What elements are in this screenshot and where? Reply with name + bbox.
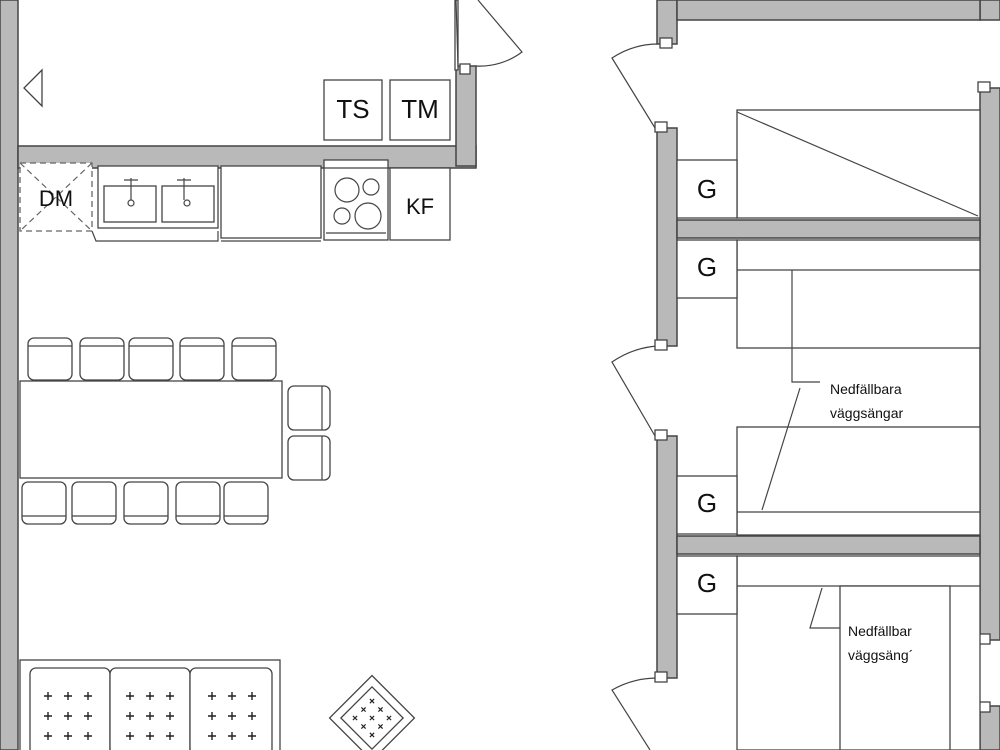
closet-g1: G (676, 159, 738, 219)
dining-table (19, 380, 283, 479)
appliance-ts: TS (323, 79, 383, 141)
room-divider-top (676, 0, 981, 21)
wall-bed-lower (736, 426, 981, 536)
annotation-bunk-line1: Nedfällbar (848, 623, 912, 639)
fridge: KF (389, 167, 451, 241)
right-outer-wall-a (979, 0, 1000, 21)
closet-g3: G (676, 475, 738, 535)
counter-base (91, 230, 219, 242)
storage-right-wall (455, 65, 477, 167)
closet-label: G (697, 174, 717, 204)
chairs-top-row (27, 337, 277, 381)
corridor-wall-mid2 (656, 435, 678, 679)
room-divider-1 (676, 219, 981, 239)
closet-label: G (697, 488, 717, 518)
sofa (19, 659, 281, 750)
chair (79, 337, 125, 381)
right-outer-wall-b (979, 87, 1000, 641)
counter-segment (220, 165, 322, 242)
room-divider-2 (676, 535, 981, 555)
stove-burner (362, 178, 380, 196)
stove-burner (354, 202, 382, 230)
bed-diagonal (736, 111, 979, 217)
storage-door (454, 0, 523, 75)
bedroom2-door (611, 339, 668, 441)
closet-label: G (697, 252, 717, 282)
stove-burner (334, 177, 360, 203)
left-outer-wall (0, 0, 19, 750)
left-arrow-icon (23, 68, 43, 108)
footstool (328, 674, 416, 750)
sofa-cushion (189, 667, 273, 750)
appliance-tm-label: TM (401, 94, 439, 124)
chair (123, 481, 169, 525)
annotation-bunk-line2: väggsäng´ (848, 647, 913, 663)
chair (128, 337, 174, 381)
closet-g2: G (676, 239, 738, 299)
appliance-ts-label: TS (336, 94, 369, 124)
chair (179, 337, 225, 381)
annotation-leader (761, 270, 820, 511)
chair (21, 481, 67, 525)
chair (231, 337, 277, 381)
chair (175, 481, 221, 525)
annotation-bunks-line1: Nedfällbara (830, 381, 902, 397)
closet-g4: G (676, 555, 738, 615)
sofa-cushion (29, 667, 111, 750)
chair (27, 337, 73, 381)
appliance-dm-label: DM (39, 186, 73, 211)
annotation-leader (809, 587, 840, 629)
chair (287, 435, 331, 481)
appliance-tm: TM (389, 79, 451, 141)
corridor-wall-mid1 (656, 127, 678, 347)
wall-bed-upper (736, 239, 981, 349)
bedroom1-door (611, 37, 673, 133)
bedroom3-door (611, 671, 668, 750)
stove (323, 159, 389, 241)
double-sink (97, 165, 219, 229)
appliance-kf-label: KF (406, 194, 434, 219)
chairs-end (287, 385, 331, 481)
dishwasher: DM (19, 162, 93, 232)
chair (287, 385, 331, 431)
chairs-bottom-row (21, 481, 269, 525)
closet-label: G (697, 568, 717, 598)
chair (223, 481, 269, 525)
annotation-bunks-line2: väggsängar (830, 405, 904, 421)
bed-frame (839, 585, 951, 750)
stove-burner (333, 207, 351, 225)
chair (71, 481, 117, 525)
